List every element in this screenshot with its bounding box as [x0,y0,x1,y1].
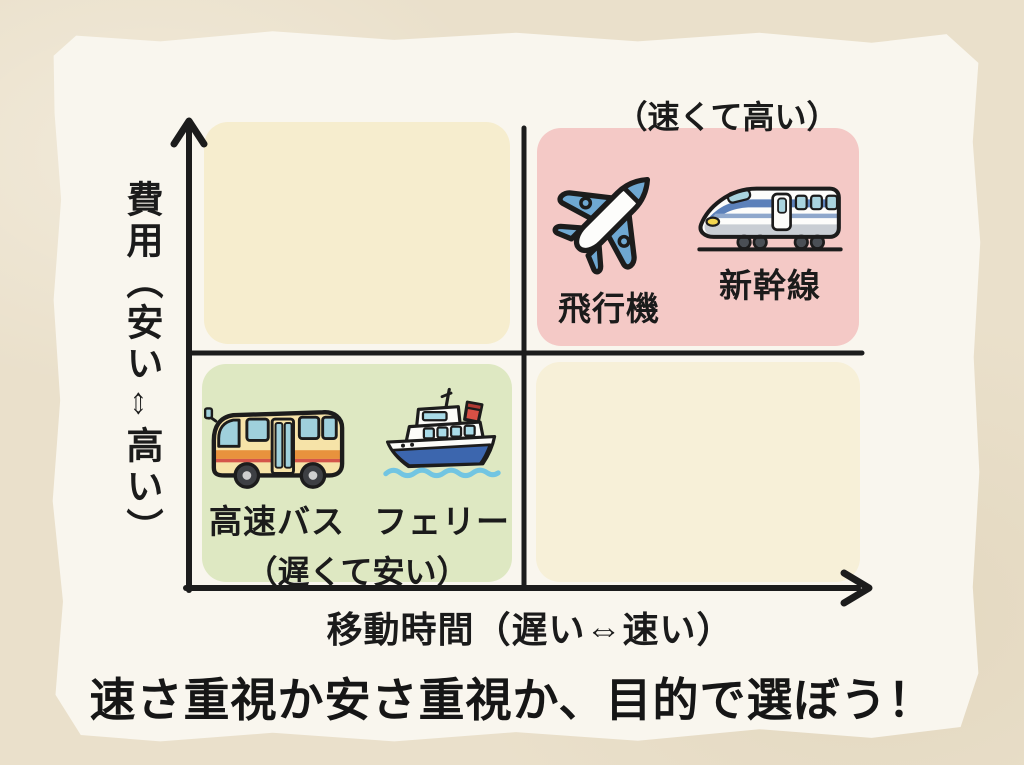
caption-fast-expensive: （速くて高い） [615,99,839,135]
y-axis-label: 費用（安い⇔高い） [121,180,162,549]
item-bus: 高速バス [204,388,350,543]
y-axis-arrow-icon [170,117,208,148]
bus-label: 高速バス [209,503,345,540]
quadrant-bottom-left: 高速バス [202,364,512,590]
airplane-icon [550,158,668,278]
x-axis-arrow-icon [840,569,873,607]
ferry-label: フェリー [374,503,510,540]
airplane-label: 飛行機 [558,290,660,327]
ferry-icon [378,384,506,491]
headline: 速さ重視か安さ重視か、目的で選ぼう！ [89,674,935,726]
bottom-left-items: 高速バス [204,384,510,543]
quadrant-top-left-empty [204,122,510,344]
item-ferry: フェリー [374,384,510,543]
item-airplane: 飛行機 [550,158,668,330]
quadrant-bottom-right-empty [536,362,860,582]
caption-slow-cheap: （遅くて安い） [245,554,469,590]
x-axis-label: 移動時間（遅い⇔速い） [326,609,734,650]
quadrant-top-right: 飛行機 [537,128,859,346]
item-shinkansen: 新幹線 [694,158,846,307]
bus-icon [204,388,350,491]
shinkansen-icon [694,158,846,255]
shinkansen-label: 新幹線 [719,267,821,304]
